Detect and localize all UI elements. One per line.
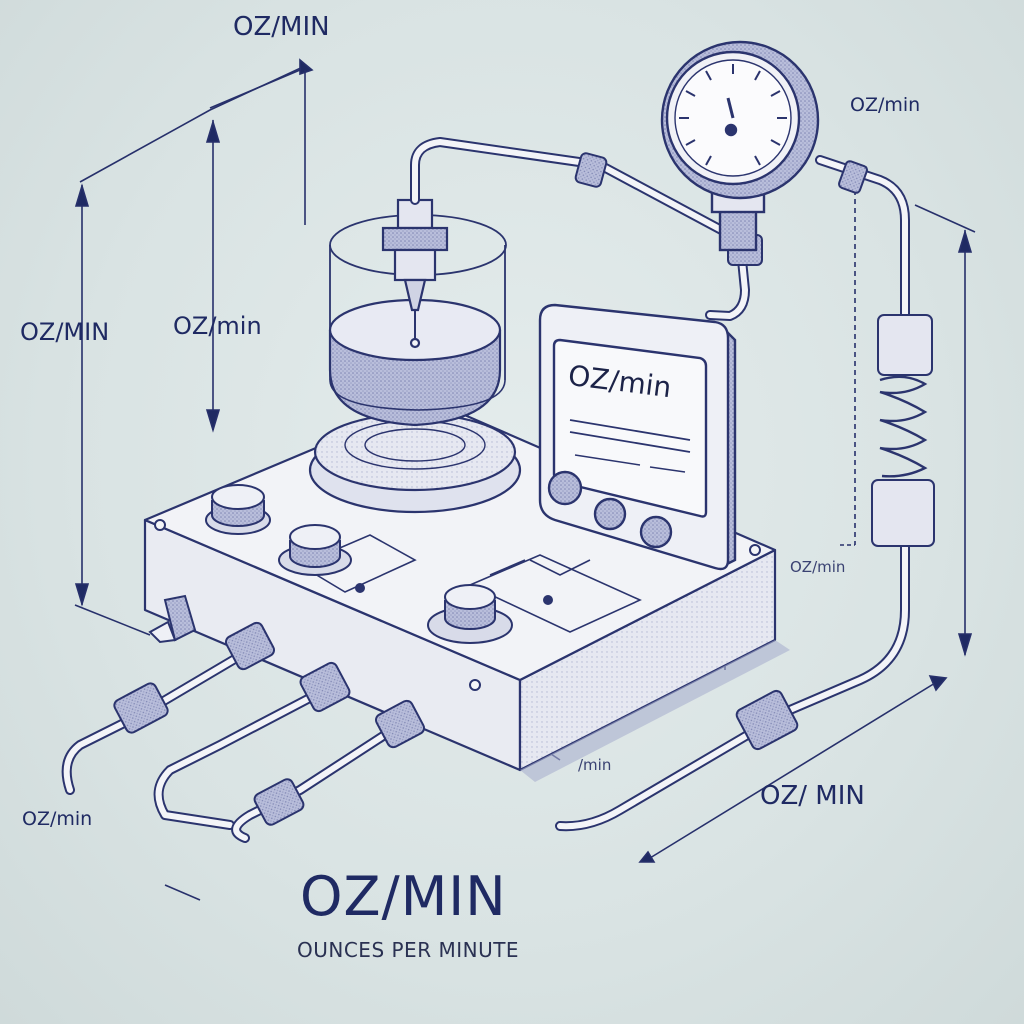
label-left-outer: OZ/MIN (20, 318, 110, 346)
control-knobs (154, 484, 761, 691)
pipes (61, 137, 910, 843)
pressure-gauge (660, 40, 820, 252)
digital-display (538, 303, 737, 571)
label-right-small: OZ/min (790, 558, 846, 576)
main-title: OZ/MIN (300, 865, 507, 928)
label-top: OZ/MIN (233, 12, 330, 42)
pipe-fittings (113, 152, 935, 826)
label-center-small: /min (578, 756, 612, 774)
label-bottom-right: OZ/ MIN (760, 781, 865, 811)
label-bottom-left: OZ/min (22, 808, 93, 830)
jar-assembly (308, 198, 522, 514)
label-gauge-side: OZ/min (850, 94, 921, 116)
main-subtitle: OUNCES PER MINUTE (297, 938, 520, 962)
spring (879, 375, 928, 478)
label-left-inner: OZ/min (173, 312, 262, 340)
panel-insets (298, 534, 642, 633)
